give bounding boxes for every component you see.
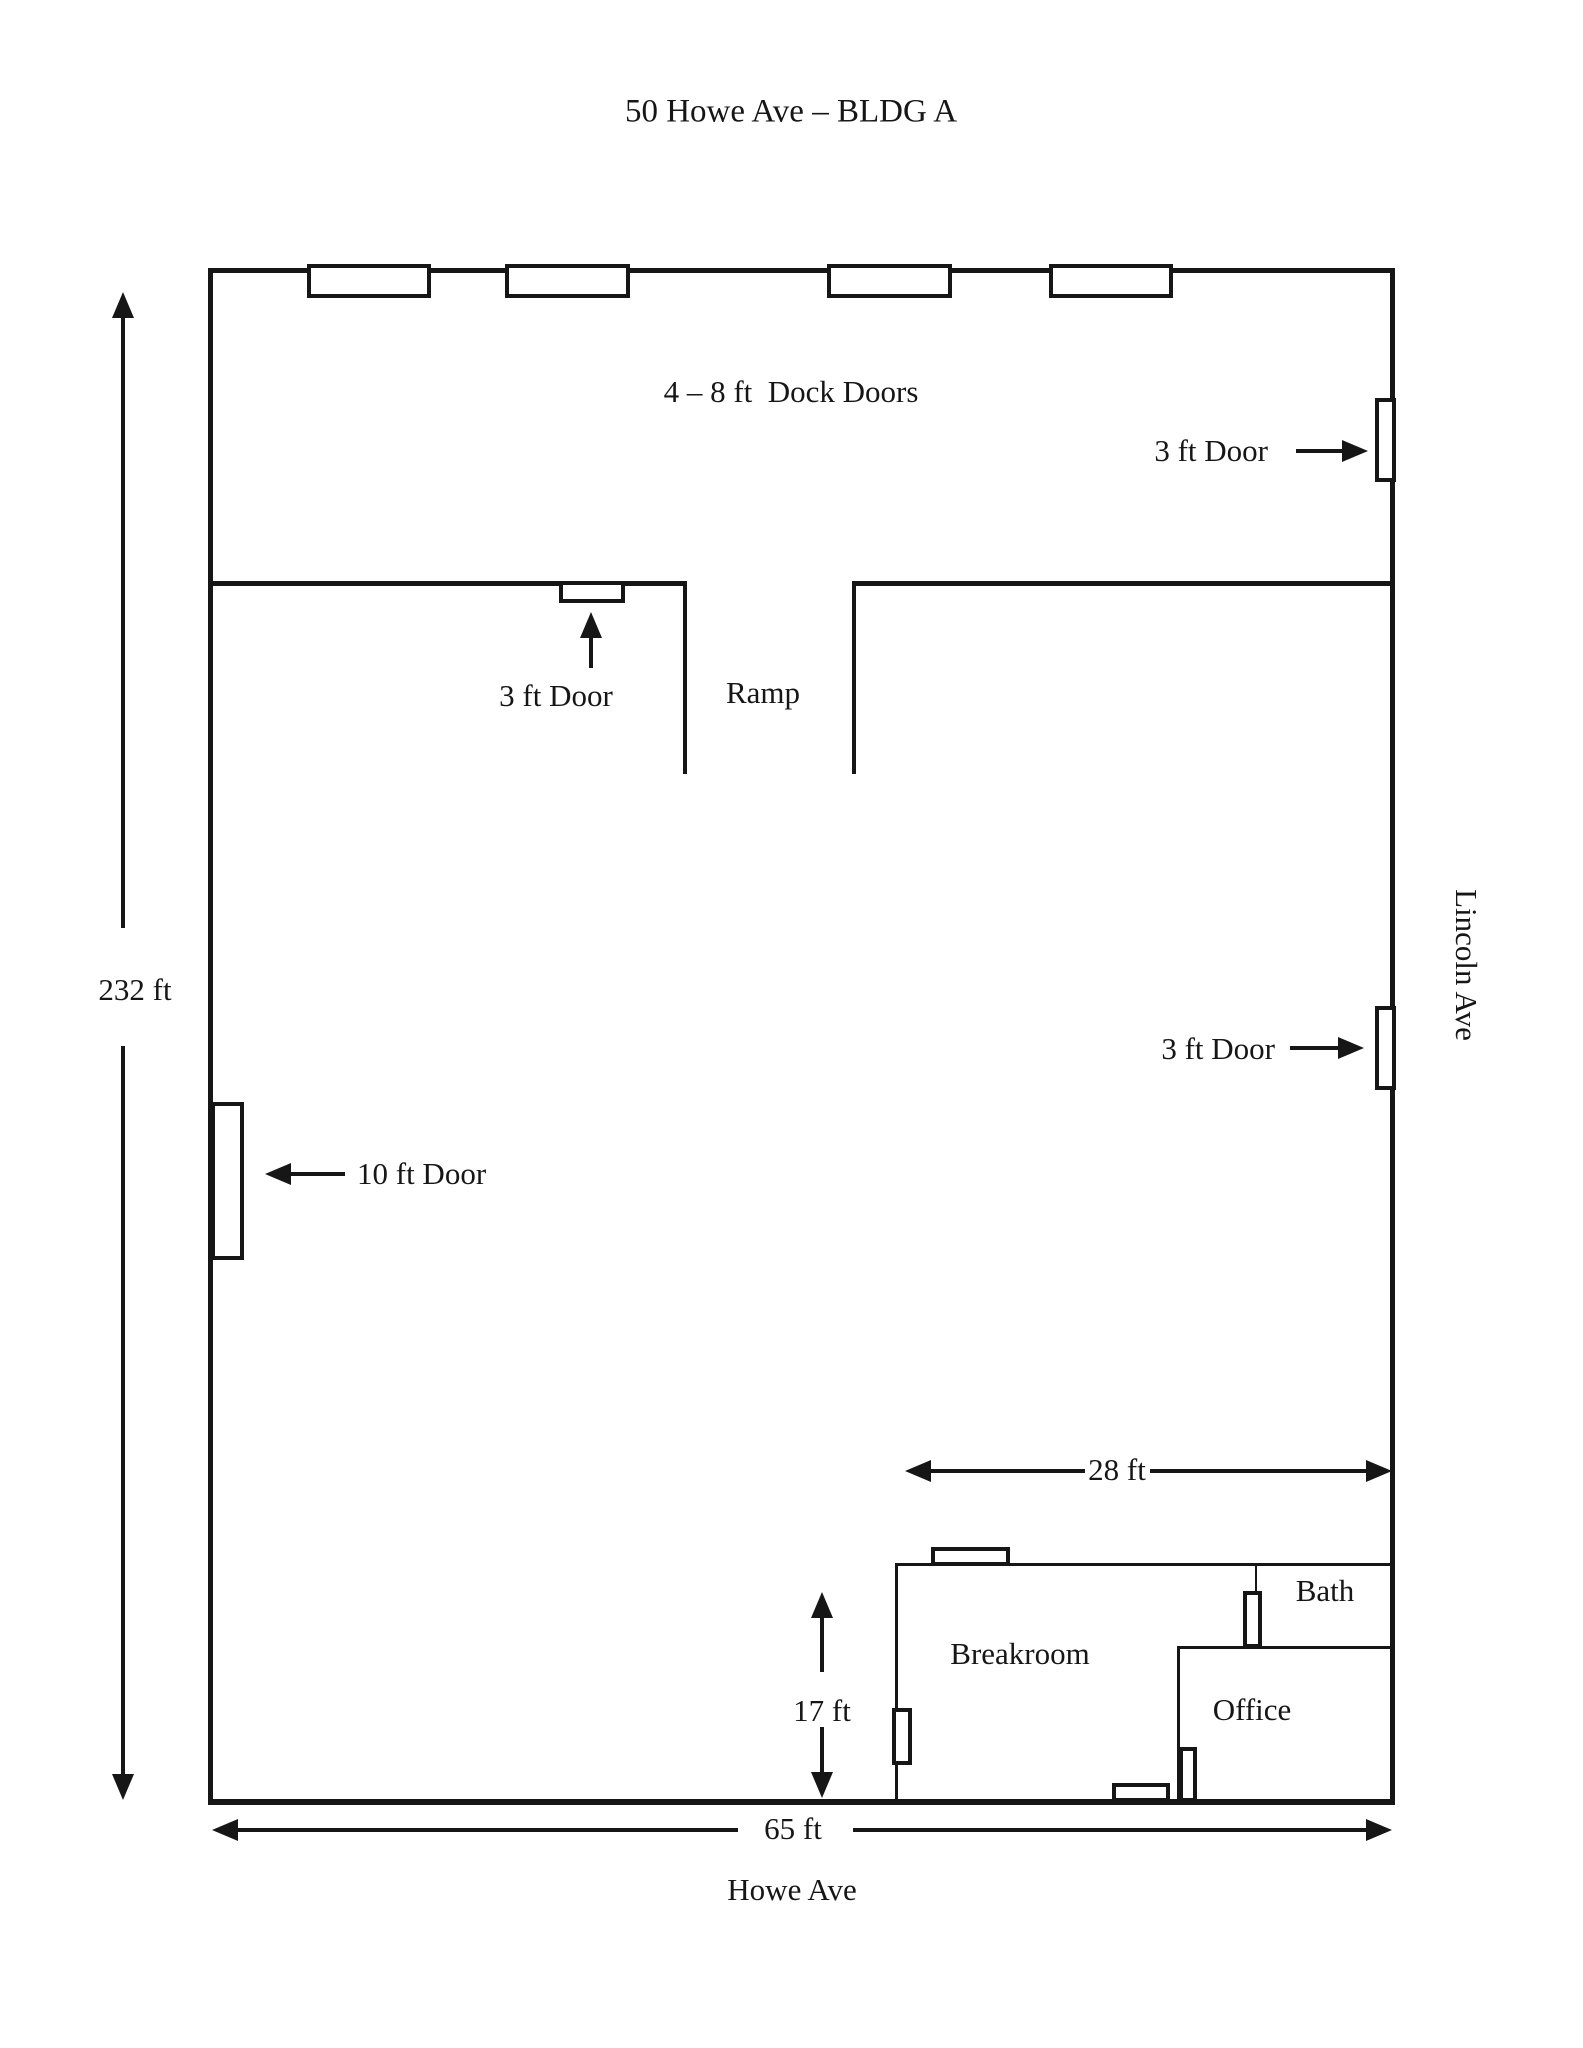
ramp-wall-right <box>852 583 856 774</box>
dim-17ft-arrowhead-up-icon <box>811 1592 833 1618</box>
door-10ft-arrowhead-icon <box>265 1163 291 1185</box>
dim-65ft-line-right <box>853 1828 1366 1832</box>
wall-top <box>208 268 1395 273</box>
dim-28ft-arrowhead-right-icon <box>1366 1460 1392 1482</box>
office-wall-top <box>1177 1646 1395 1649</box>
door-3ft-top-arrow-line <box>1296 449 1344 453</box>
dock-door-2 <box>505 264 630 298</box>
interior-wall-left-segment <box>208 581 687 586</box>
ramp-wall-left <box>683 583 687 774</box>
door-10ft-label: 10 ft Door <box>357 1155 487 1191</box>
breakroom-bottom-door <box>1112 1783 1170 1802</box>
door-3ft-ramp-label: 3 ft Door <box>499 677 613 713</box>
dim-17ft-line-lower <box>820 1727 824 1774</box>
lincoln-ave-label: Lincoln Ave <box>1449 889 1484 1041</box>
dim-65ft-arrowhead-left-icon <box>212 1819 238 1841</box>
dim-17ft-arrowhead-down-icon <box>811 1772 833 1798</box>
door-10ft-arrow-line <box>289 1172 345 1176</box>
door-3ft-ramp <box>559 581 625 603</box>
dim-17ft-line-upper <box>820 1615 824 1672</box>
dim-232ft-arrowhead-down-icon <box>112 1774 134 1800</box>
door-3ft-top-label: 3 ft Door <box>1154 432 1268 468</box>
dim-65ft-line-left <box>236 1828 738 1832</box>
dock-doors-label: 4 – 8 ft Dock Doors <box>663 373 919 409</box>
howe-ave-label: Howe Ave <box>727 1871 857 1907</box>
dim-232ft-line-lower <box>121 1046 125 1776</box>
dim-232ft-line-upper <box>121 315 125 928</box>
dim-28ft-line-left <box>929 1469 1085 1473</box>
interior-wall-right-segment <box>852 581 1395 586</box>
dim-28ft-arrowhead-left-icon <box>905 1460 931 1482</box>
wall-left <box>208 268 213 1805</box>
bath-door <box>1243 1591 1262 1648</box>
dock-door-3 <box>827 264 952 298</box>
breakroom-left-door <box>892 1708 912 1765</box>
breakroom-label: Breakroom <box>950 1635 1090 1671</box>
door-3ft-top-arrowhead-icon <box>1342 440 1368 462</box>
office-wall-left <box>1177 1646 1180 1804</box>
page-title: 50 Howe Ave – BLDG A <box>624 93 958 130</box>
door-3ft-mid-arrow-line <box>1290 1046 1340 1050</box>
door-3ft-ramp-arrowhead-icon <box>580 612 602 638</box>
office-door <box>1179 1747 1197 1802</box>
office-label: Office <box>1212 1691 1292 1727</box>
dim-65ft-arrowhead-right-icon <box>1366 1819 1392 1841</box>
door-3ft-mid-label: 3 ft Door <box>1161 1030 1275 1066</box>
breakroom-top-door <box>931 1547 1010 1566</box>
dim-232ft-label: 232 ft <box>98 971 172 1007</box>
door-3ft-ramp-arrow-line <box>589 634 593 668</box>
dock-door-4 <box>1049 264 1173 298</box>
dim-65ft-label: 65 ft <box>764 1810 822 1846</box>
door-10ft <box>211 1102 244 1260</box>
dim-28ft-label: 28 ft <box>1088 1451 1146 1487</box>
rooms-wall-left <box>895 1563 898 1805</box>
ramp-label: Ramp <box>725 674 801 710</box>
dock-door-1 <box>307 264 431 298</box>
bath-label: Bath <box>1295 1572 1355 1608</box>
door-3ft-mid <box>1375 1006 1396 1090</box>
dim-17ft-label: 17 ft <box>793 1692 851 1728</box>
dim-28ft-line-right <box>1150 1469 1368 1473</box>
dim-232ft-arrowhead-up-icon <box>112 292 134 318</box>
door-3ft-mid-arrowhead-icon <box>1338 1037 1364 1059</box>
rooms-wall-top <box>895 1563 1395 1566</box>
wall-bottom <box>208 1799 1395 1805</box>
door-3ft-top <box>1375 398 1396 482</box>
